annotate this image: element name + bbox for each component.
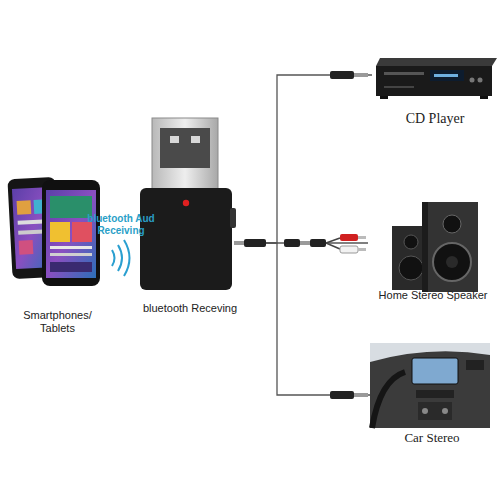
knob [442, 408, 448, 414]
usb-plug [152, 118, 218, 192]
speaker-illustration [392, 202, 478, 292]
dongle-body [140, 188, 232, 290]
player-bar [50, 262, 92, 272]
device-label: bluetooth Receving [138, 302, 242, 315]
tweeter [404, 235, 418, 249]
phone-body [42, 180, 100, 286]
phone-screen [46, 190, 96, 278]
air-vent [466, 360, 484, 370]
app-line [50, 253, 92, 256]
steering-wheel [372, 372, 405, 428]
cabinet-side [422, 202, 428, 292]
rca-tip [358, 236, 366, 239]
car-screen [412, 358, 458, 384]
jack-plug [330, 391, 368, 399]
audio-cable [242, 75, 372, 243]
tweeter [443, 215, 461, 233]
console [418, 402, 452, 420]
plug-tip [354, 73, 368, 77]
rca-red [340, 234, 358, 241]
phone-illustration [7, 177, 100, 286]
wave [118, 245, 122, 271]
plug-body [284, 239, 300, 247]
plug-body [330, 391, 354, 399]
rca-white [340, 246, 358, 253]
front-phone [42, 180, 100, 286]
usb-hole [191, 136, 200, 143]
device-label: Car Stereo [370, 430, 494, 446]
cd-button [478, 78, 483, 83]
inline-connector [284, 239, 326, 247]
cd-button [470, 78, 475, 83]
control-panel [416, 390, 454, 398]
app-tile [17, 200, 32, 215]
wireless-waves [112, 240, 130, 276]
album-art [72, 222, 92, 242]
cd-foot [480, 96, 488, 99]
cd-top [376, 58, 497, 66]
wave [112, 250, 115, 266]
cd-player-illustration [376, 58, 497, 99]
knob [422, 408, 428, 414]
device-label: CD Player [372, 111, 498, 128]
car-stereo-illustration [370, 343, 490, 428]
cd-display [430, 70, 464, 81]
jack-plug [330, 71, 368, 79]
device-node: Home Stereo Speaker [368, 196, 498, 302]
woofer-cap [446, 256, 458, 268]
wireless-label: bluetooth Aud Receiving [84, 213, 158, 236]
plug-body [310, 239, 326, 247]
plug-body [330, 71, 354, 79]
status-led [183, 200, 189, 206]
dashboard [370, 343, 490, 428]
rca-tip [358, 248, 366, 251]
wave [124, 240, 130, 276]
usb-cavity [160, 128, 210, 168]
device-node: CD Player [372, 52, 498, 128]
plug-tip [234, 241, 244, 245]
plug-tip [354, 393, 368, 397]
cd-trim [384, 86, 414, 88]
woofer [433, 243, 471, 281]
speaker-cabinet [422, 202, 478, 292]
plug-body [244, 239, 266, 247]
cd-front [376, 66, 492, 96]
device-node: Car Stereo [370, 340, 494, 446]
device-label: Home Stereo Speaker [368, 289, 498, 302]
album-art [50, 196, 92, 218]
woofer [399, 256, 423, 280]
side-button [230, 208, 236, 228]
cd-foot [380, 96, 388, 99]
app-tile [19, 240, 34, 255]
album-art [50, 222, 70, 242]
disc-slot [384, 72, 424, 75]
rca-wire [326, 238, 340, 249]
device-node: Smartphones/ Tablets [5, 170, 110, 335]
device-label: Smartphones/ Tablets [18, 309, 98, 335]
app-line [50, 246, 92, 249]
bluetooth-dongle [140, 118, 236, 290]
jack-plug [234, 239, 266, 247]
audio-cable [242, 243, 370, 395]
plug-tip [300, 241, 310, 245]
rca-plugs [326, 234, 366, 253]
display-segments [434, 74, 458, 77]
usb-hole [170, 136, 179, 143]
